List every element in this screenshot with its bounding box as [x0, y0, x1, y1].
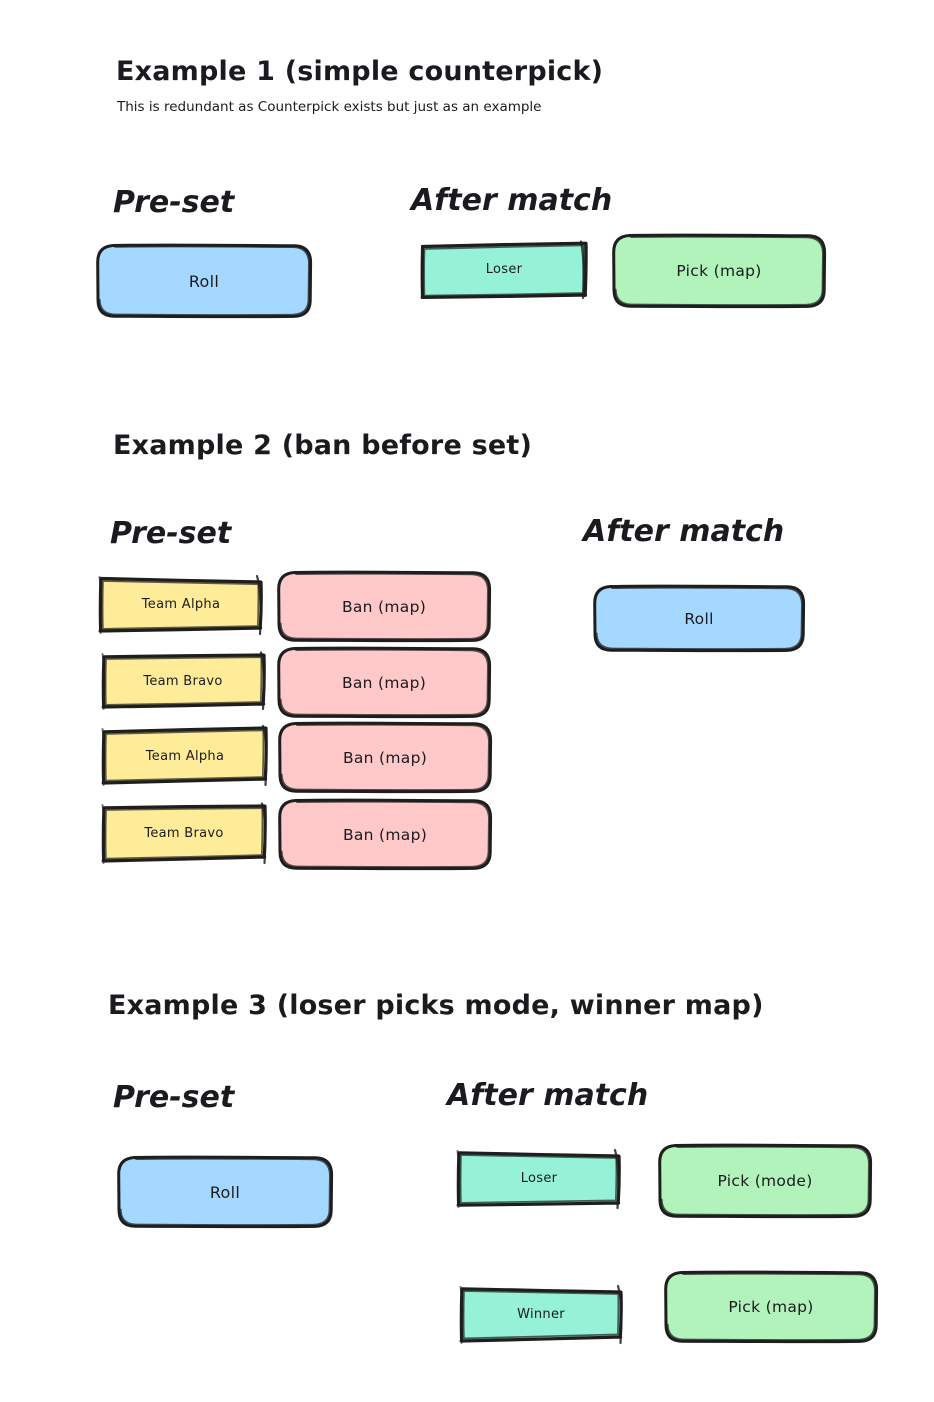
sharp-rect-shape [101, 651, 266, 711]
example-2-aftermatch-node-roll[interactable]: Roll [592, 584, 806, 653]
example-2-team-node-1[interactable]: Team Alpha [97, 572, 265, 636]
rounded-rect-shape [117, 1155, 334, 1229]
example-1-aftermatch-heading: After match [411, 183, 613, 218]
sharp-rect-shape [98, 574, 263, 636]
rounded-rect-shape [593, 584, 806, 653]
example-1-preset-node-roll[interactable]: Roll [95, 243, 313, 319]
example-2-action-node-4[interactable]: Ban (map) [277, 798, 493, 871]
example-3-action-node-pick-mode[interactable]: Pick (mode) [657, 1143, 873, 1219]
example-2-action-node-3[interactable]: Ban (map) [277, 721, 493, 794]
rounded-rect-shape [278, 721, 493, 794]
example-2-team-node-2[interactable]: Team Bravo [99, 650, 267, 712]
example-1-action-node-pick-map[interactable]: Pick (map) [611, 233, 827, 309]
example-2-team-node-4[interactable]: Team Bravo [99, 801, 269, 865]
example-3-condition-node-loser[interactable]: Loser [455, 1147, 623, 1210]
example-3-preset-heading: Pre-set [113, 1080, 235, 1115]
sharp-rect-shape [101, 802, 267, 865]
example-3-aftermatch-heading: After match [447, 1078, 649, 1113]
rounded-rect-shape [664, 1270, 879, 1344]
example-1-title: Example 1 (simple counterpick) [116, 56, 604, 87]
sharp-rect-shape [101, 724, 268, 787]
rounded-rect-shape [612, 233, 827, 309]
example-1-condition-node-loser[interactable]: Loser [418, 239, 590, 300]
example-2-action-node-2[interactable]: Ban (map) [276, 646, 492, 719]
sharp-rect-shape [420, 240, 588, 300]
sharp-rect-shape [456, 1148, 621, 1210]
example-3-preset-node-roll[interactable]: Roll [116, 1155, 334, 1229]
example-2-aftermatch-heading: After match [583, 514, 785, 549]
rounded-rect-shape [277, 570, 492, 643]
example-2-title: Example 2 (ban before set) [113, 430, 532, 461]
example-2-preset-heading: Pre-set [110, 516, 232, 551]
rounded-rect-shape [277, 646, 492, 719]
example-3-condition-node-winner[interactable]: Winner [457, 1283, 625, 1345]
example-3-title: Example 3 (loser picks mode, winner map) [108, 990, 764, 1021]
rounded-rect-shape [278, 798, 493, 871]
sharp-rect-shape [459, 1284, 623, 1345]
rounded-rect-shape [658, 1143, 873, 1219]
example-2-team-node-3[interactable]: Team Alpha [100, 724, 270, 788]
rounded-rect-shape [96, 243, 313, 319]
example-2-action-node-1[interactable]: Ban (map) [276, 570, 492, 643]
example-1-subtitle: This is redundant as Counterpick exists … [117, 99, 542, 115]
example-3-action-node-pick-map[interactable]: Pick (map) [663, 1270, 879, 1344]
example-1-preset-heading: Pre-set [113, 185, 235, 220]
